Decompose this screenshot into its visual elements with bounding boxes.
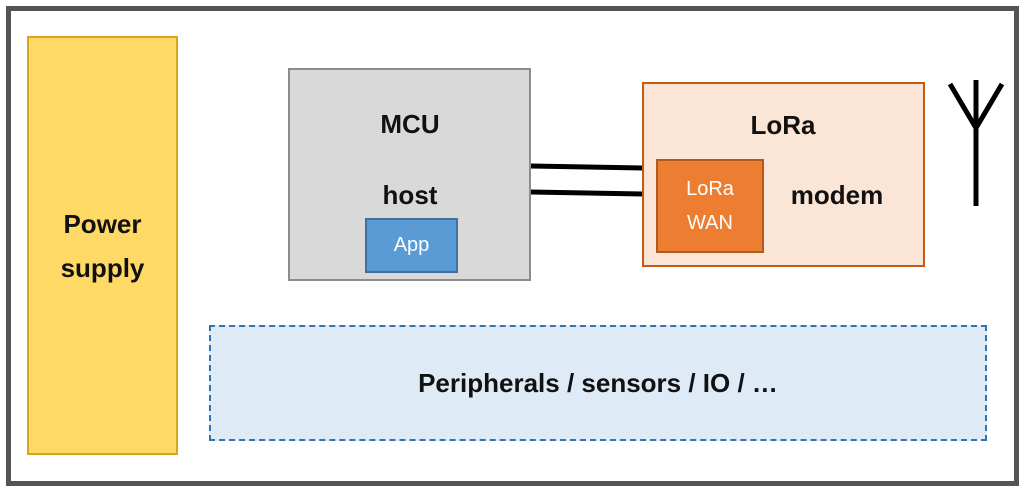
mcu-host-label: host [382,180,438,210]
mcu-lora-link-top [530,163,643,171]
antenna-icon [947,80,1005,206]
mcu-title: MCU [380,109,440,139]
lora-title: LoRa [750,110,816,140]
peripherals-block: Peripherals / sensors / IO / … [209,325,987,441]
power-supply-block: Power supply [27,36,178,455]
mcu-lora-link-bottom [530,189,643,197]
modem-label: modem [790,180,884,210]
lorawan-block: LoRa WAN [656,159,764,253]
app-block: App [365,218,458,273]
